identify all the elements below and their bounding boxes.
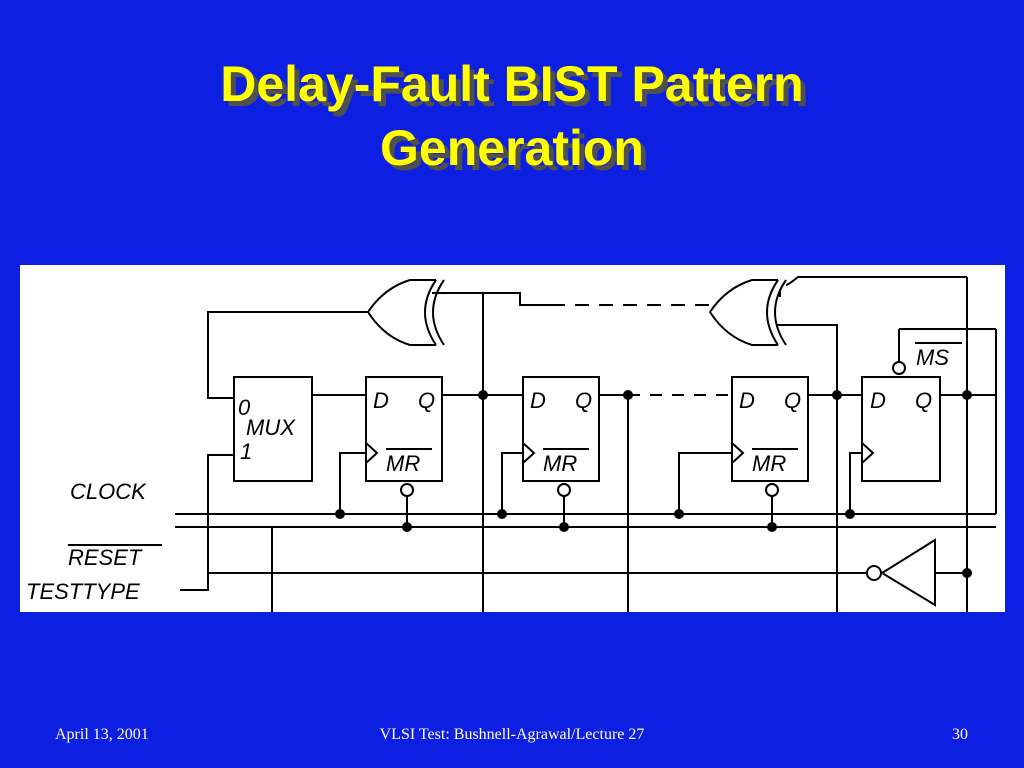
flipflop-2: D Q MR bbox=[522, 376, 600, 497]
mux-input-0-label: 0 bbox=[238, 395, 251, 420]
wires bbox=[175, 276, 997, 612]
ff1-d-label: D bbox=[373, 388, 389, 413]
ff4-d-label: D bbox=[870, 388, 886, 413]
footer-course: VLSI Test: Bushnell-Agrawal/Lecture 27 bbox=[379, 726, 645, 743]
ff4-ms-label: MS bbox=[916, 345, 949, 370]
ff2-mr-label: MR bbox=[543, 451, 577, 476]
flipflop-1: D Q MR bbox=[365, 376, 443, 497]
testtype-label: TESTTYPE bbox=[26, 579, 140, 604]
xor-gate-1 bbox=[366, 279, 445, 346]
circuit-diagram: 0 MUX 1 D Q MR D Q MR D Q MR bbox=[20, 265, 1005, 612]
clock-label: CLOCK bbox=[70, 479, 147, 504]
inverter bbox=[866, 538, 936, 607]
ff2-q-label: Q bbox=[575, 388, 592, 413]
mux-block: 0 MUX 1 bbox=[233, 376, 313, 482]
ff1-mr-label: MR bbox=[386, 451, 420, 476]
flipflop-4: D Q MS bbox=[861, 328, 996, 482]
ff1-q-label: Q bbox=[418, 388, 435, 413]
reset-label: RESET bbox=[68, 545, 143, 570]
circuit-diagram-svg: 0 MUX 1 D Q MR D Q MR D Q MR bbox=[26, 276, 997, 612]
slide-title: Delay-Fault BIST Pattern Generation bbox=[0, 52, 1024, 180]
ff3-q-label: Q bbox=[784, 388, 801, 413]
ff3-mr-label: MR bbox=[752, 451, 786, 476]
junction-dots bbox=[335, 390, 972, 578]
footer-date: April 13, 2001 bbox=[55, 726, 149, 743]
flipflop-3: D Q MR bbox=[731, 376, 809, 497]
footer-page-number: 30 bbox=[952, 726, 968, 743]
slide-title-line-1: Delay-Fault BIST Pattern bbox=[220, 56, 804, 112]
slide-title-line-2: Generation bbox=[380, 120, 644, 176]
mux-input-1-label: 1 bbox=[240, 439, 252, 464]
ff2-d-label: D bbox=[530, 388, 546, 413]
mux-label: MUX bbox=[246, 415, 296, 440]
xor-gate-2 bbox=[708, 279, 787, 346]
ff4-q-label: Q bbox=[915, 388, 932, 413]
ff3-d-label: D bbox=[739, 388, 755, 413]
